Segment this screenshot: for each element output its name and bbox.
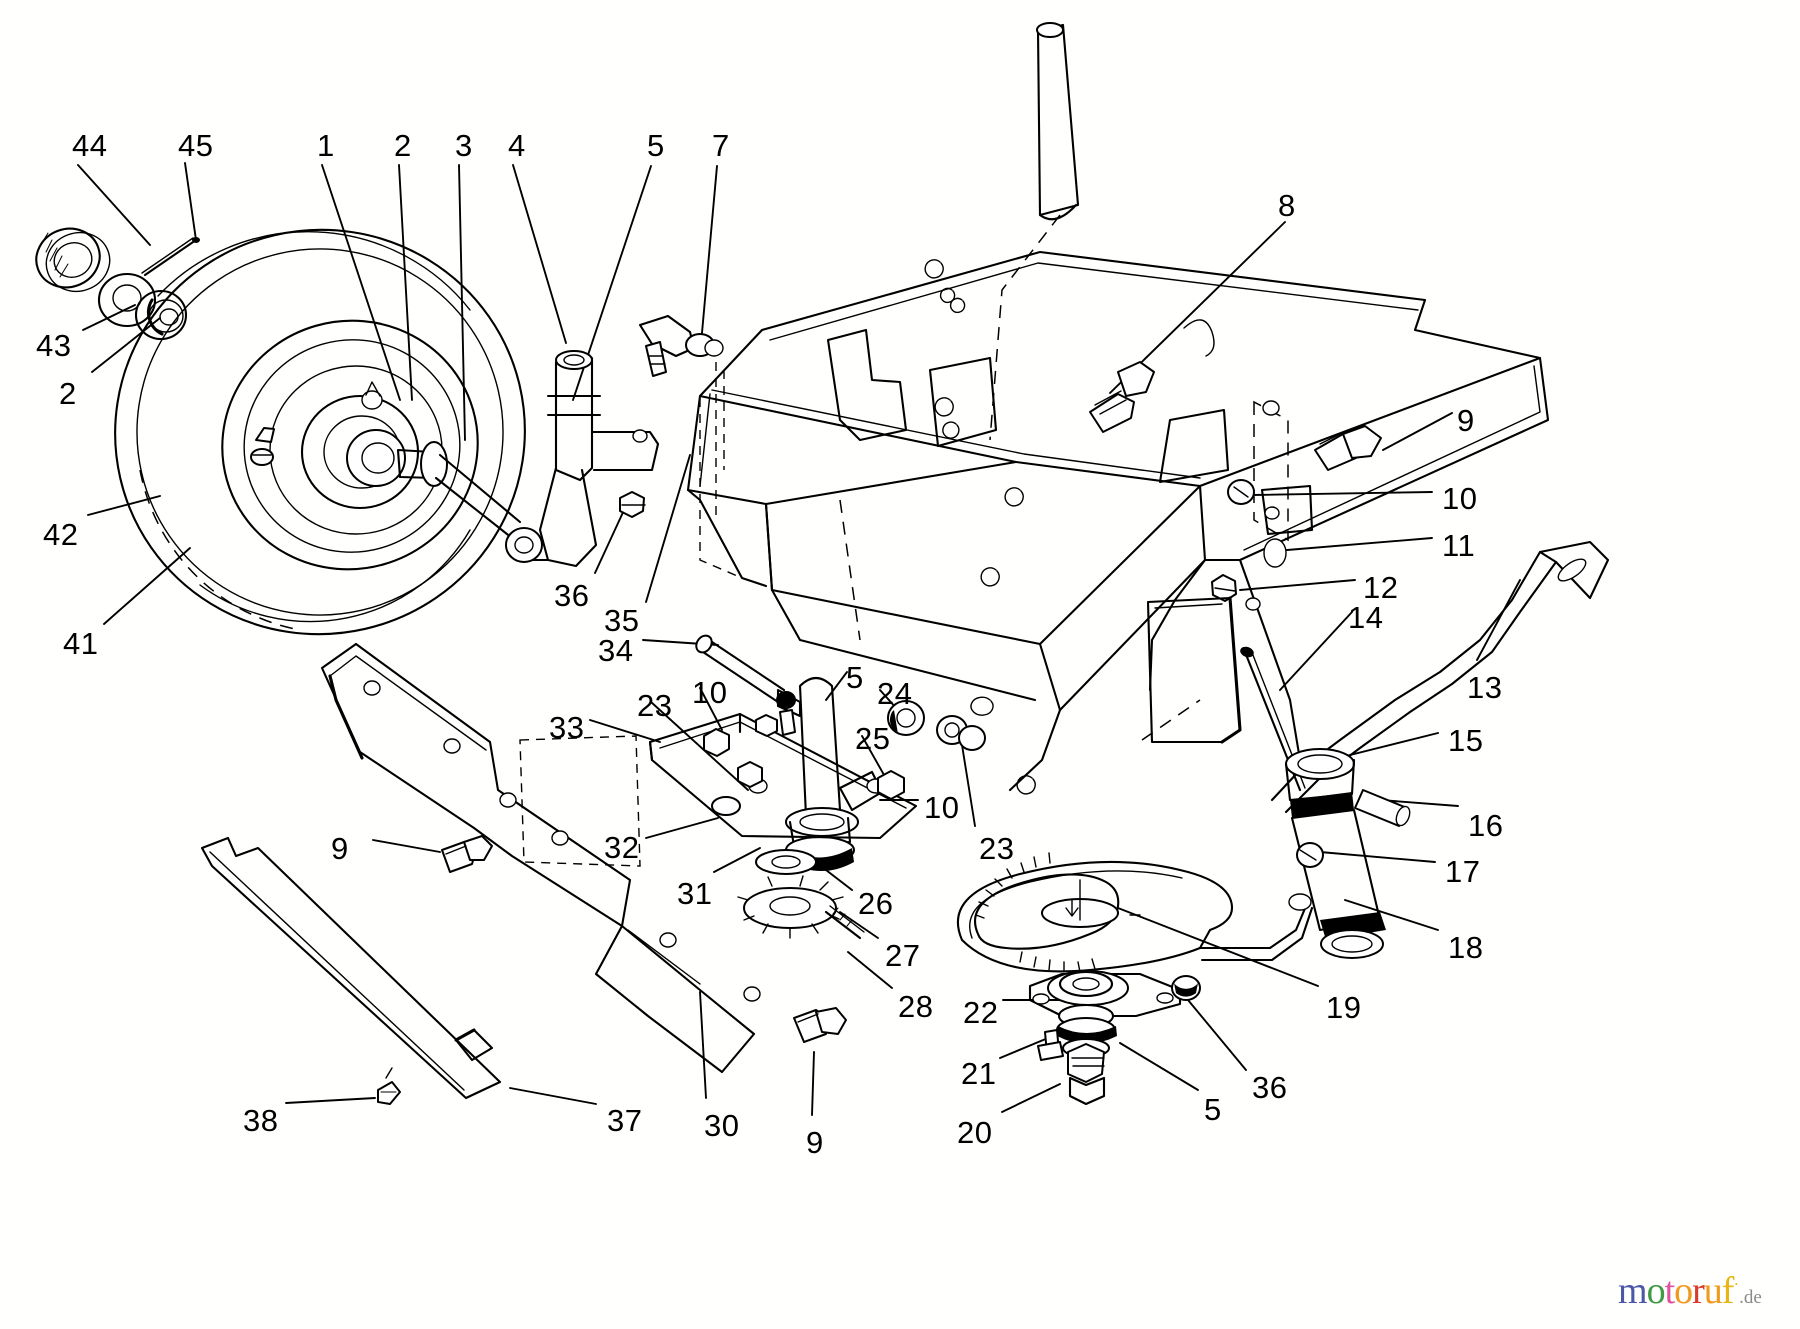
callout-2-left: 2 <box>59 376 77 411</box>
watermark-letter-f: f <box>1721 1270 1735 1312</box>
callout-22: 22 <box>963 995 999 1030</box>
callout-36-a: 36 <box>554 578 590 613</box>
callout-27: 27 <box>885 938 921 973</box>
callout-5-mid: 5 <box>846 660 864 695</box>
callout-4: 4 <box>508 128 526 163</box>
callout-34: 34 <box>598 633 634 668</box>
callout-9-left: 9 <box>331 831 349 866</box>
wheel-fork-yoke <box>434 350 660 568</box>
callout-1: 1 <box>317 128 335 163</box>
callout-38: 38 <box>243 1103 279 1138</box>
callout-41: 41 <box>63 626 99 661</box>
callout-28: 28 <box>898 989 934 1024</box>
callout-17: 17 <box>1445 854 1481 889</box>
callout-10-bottom: 10 <box>924 790 960 825</box>
callout-5-bottom: 5 <box>1204 1092 1222 1127</box>
watermark-letter-o2: o <box>1674 1270 1693 1312</box>
callout-24: 24 <box>877 676 913 711</box>
callout-21: 21 <box>961 1056 997 1091</box>
callout-18: 18 <box>1448 930 1484 965</box>
tie-rod-end-upper <box>638 314 724 377</box>
watermark-tld: .de <box>1739 1287 1762 1308</box>
callout-19: 19 <box>1326 990 1362 1025</box>
idler-and-belt-assembly <box>956 852 1314 1106</box>
callout-7: 7 <box>712 128 730 163</box>
callout-13: 13 <box>1467 670 1503 705</box>
watermark-letter-r: r <box>1692 1270 1705 1312</box>
callout-5-top: 5 <box>647 128 665 163</box>
callout-9-right: 9 <box>1457 403 1475 438</box>
hidden-detail-lines <box>699 499 1201 741</box>
callout-44: 44 <box>72 128 108 163</box>
callout-10-right: 10 <box>1442 481 1478 516</box>
callout-31: 31 <box>677 876 713 911</box>
callout-2-top: 2 <box>394 128 412 163</box>
lower-left-panels <box>200 642 847 1105</box>
center-spindle-assembly <box>648 634 986 940</box>
callout-11: 11 <box>1442 528 1476 563</box>
callout-26: 26 <box>858 886 894 921</box>
callout-23-a: 23 <box>637 688 673 723</box>
callout-36-b: 36 <box>1252 1070 1288 1105</box>
watermark-letter-t: t <box>1664 1270 1676 1312</box>
callout-23-b: 23 <box>979 831 1015 866</box>
callout-3: 3 <box>455 128 473 163</box>
watermark-letter-o1: o <box>1646 1270 1666 1312</box>
callout-12: 12 <box>1363 570 1399 605</box>
watermark-letter-u: u <box>1703 1270 1723 1312</box>
callout-15: 15 <box>1448 723 1484 758</box>
callout-25: 25 <box>855 721 891 756</box>
watermark-letter-m: m <box>1618 1270 1648 1312</box>
callout-43: 43 <box>36 328 72 363</box>
callout-9-bottom: 9 <box>806 1125 824 1160</box>
callout-37: 37 <box>607 1103 643 1138</box>
caster-wheel-assembly <box>35 227 526 636</box>
callout-35: 35 <box>604 603 640 638</box>
callout-32: 32 <box>604 830 640 865</box>
callout-20: 20 <box>957 1115 993 1150</box>
mower-deck-frame <box>686 22 1550 795</box>
callout-33: 33 <box>549 710 585 745</box>
callout-45: 45 <box>178 128 214 163</box>
callout-16: 16 <box>1468 808 1504 843</box>
callout-10-mid: 10 <box>692 675 728 710</box>
callout-42: 42 <box>43 517 79 552</box>
callout-30: 30 <box>704 1108 740 1143</box>
watermark-dot: · <box>1733 1274 1740 1294</box>
callout-14: 14 <box>1348 600 1384 635</box>
callout-8: 8 <box>1278 188 1296 223</box>
right-spindle-and-lever <box>1089 361 1610 959</box>
motoruf-watermark: motoruf·.de <box>1618 1272 1762 1310</box>
